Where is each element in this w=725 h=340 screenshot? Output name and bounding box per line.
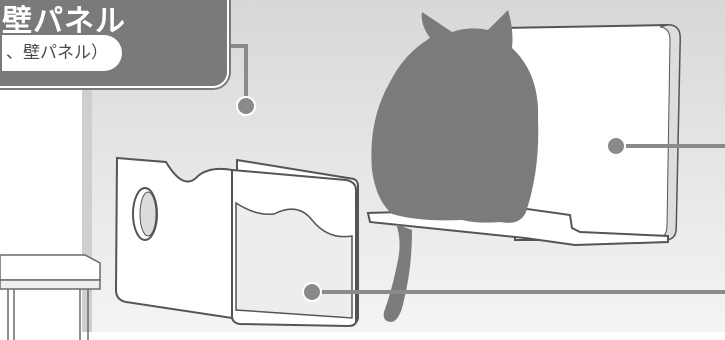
wall-edge xyxy=(82,0,92,332)
cat-box xyxy=(114,156,359,328)
label-title: 壁パネル xyxy=(2,4,126,39)
cat-silhouette-icon xyxy=(371,10,539,322)
wall-panel xyxy=(366,23,682,247)
label-subtitle: 、壁パネル） xyxy=(2,35,122,71)
label-box: 壁パネル 、壁パネル） xyxy=(0,0,229,88)
callout-lines xyxy=(225,44,725,294)
side-table xyxy=(0,254,101,340)
callout-dot-icon xyxy=(236,96,626,302)
